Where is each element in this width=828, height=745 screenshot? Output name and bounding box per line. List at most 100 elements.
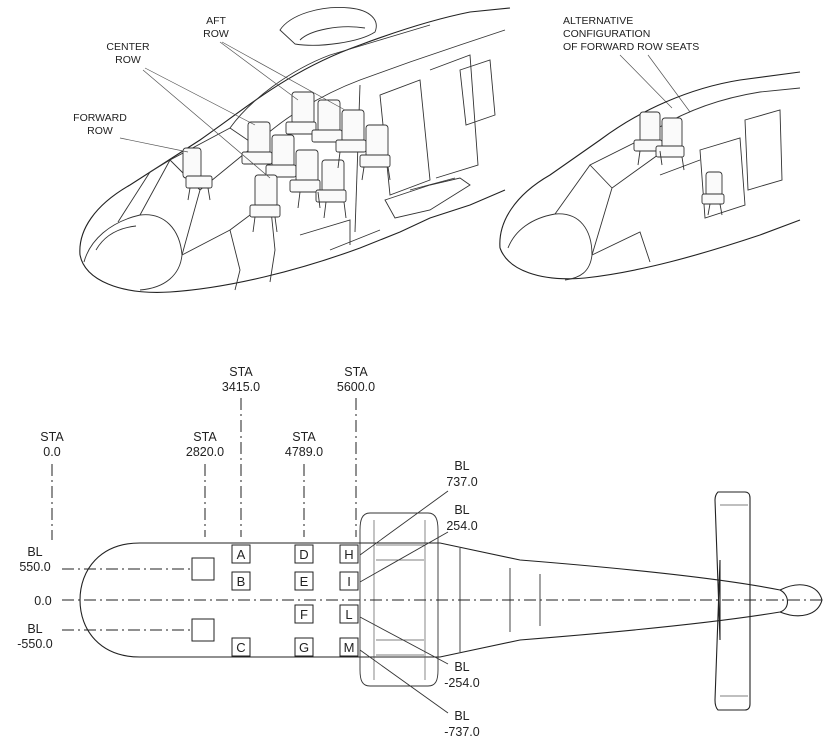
seat-letter: A xyxy=(237,547,246,562)
seat-box xyxy=(294,637,314,657)
seat-chair xyxy=(341,109,365,143)
forward-row-leader xyxy=(119,137,189,153)
bl-value: 550.0 xyxy=(19,560,50,574)
seat-box xyxy=(339,571,359,591)
sta-value: 4789.0 xyxy=(285,445,323,459)
bl-value: 0.0 xyxy=(34,594,51,608)
seat-chair xyxy=(661,117,683,149)
forward-row-label-line2: ROW xyxy=(87,125,113,137)
windshield xyxy=(139,127,256,256)
seat-chair xyxy=(365,124,389,158)
bl-label: BL xyxy=(27,545,42,559)
station-labels: STA 0.0 STA 2820.0 STA 3415.0 STA 4789.0… xyxy=(40,365,375,459)
seat-grid: A B C D E F G H I L M xyxy=(231,544,359,657)
bl-value: -550.0 xyxy=(17,637,52,651)
seat-chair xyxy=(271,134,295,168)
sta-label: STA xyxy=(40,430,64,444)
forward-row-seats xyxy=(182,147,213,201)
alt-caption-line1: ALTERNATIVE xyxy=(563,15,633,27)
bl-value: -254.0 xyxy=(444,676,479,690)
aft-row-label-line2: ROW xyxy=(203,28,229,40)
sta-label: STA xyxy=(229,365,253,379)
alt-nose-panel xyxy=(507,213,593,281)
sta-label: STA xyxy=(344,365,368,379)
center-row-leader xyxy=(142,67,271,179)
seat-box xyxy=(231,571,251,591)
seat-chair xyxy=(285,121,317,135)
seat-chair xyxy=(315,189,347,203)
bl-right-labels: BL 737.0 BL 254.0 BL -254.0 BL -737.0 xyxy=(359,459,480,739)
seat-box xyxy=(339,637,359,657)
seat-chair xyxy=(705,171,723,197)
center-row-seats xyxy=(241,121,297,233)
seat-chair xyxy=(182,147,202,179)
seat-chair xyxy=(701,193,725,205)
bl-left-labels: BL 550.0 0.0 BL -550.0 xyxy=(17,545,192,651)
seat-chair xyxy=(639,111,661,143)
seat-box xyxy=(231,544,251,564)
seat-letter: F xyxy=(300,607,308,622)
seat-chair xyxy=(295,149,319,183)
forward-row-label-line1: FORWARD xyxy=(73,112,127,124)
seat-box xyxy=(339,604,359,624)
bl-leader xyxy=(359,649,449,714)
plan-view: STA 0.0 STA 2820.0 STA 3415.0 STA 4789.0… xyxy=(17,365,825,739)
center-row-label-line2: ROW xyxy=(115,54,141,66)
alt-caption-line2: CONFIGURATION xyxy=(563,28,650,40)
sponson-outline xyxy=(359,512,439,687)
bl-leader xyxy=(359,490,449,556)
engine-intake xyxy=(279,7,377,46)
seat-box xyxy=(231,637,251,657)
bl-label: BL xyxy=(27,622,42,636)
seat-letter: D xyxy=(299,547,308,562)
bl-value: -737.0 xyxy=(444,725,479,739)
seat-letter: C xyxy=(236,640,245,655)
seat-letter: E xyxy=(300,574,309,589)
sta-label: STA xyxy=(292,430,316,444)
sta-value: 0.0 xyxy=(43,445,60,459)
nose-panel xyxy=(83,214,183,291)
seat-box xyxy=(294,604,314,624)
bl-label: BL xyxy=(454,503,469,517)
bl-value: 254.0 xyxy=(446,519,477,533)
alt-forward-seats xyxy=(633,111,725,216)
horizontal-stabilizer xyxy=(714,491,751,711)
seat-letter: H xyxy=(344,547,353,562)
seat-letter: M xyxy=(344,640,355,655)
seat-chair xyxy=(247,121,271,155)
forward-seat-right xyxy=(191,618,215,642)
seat-chair xyxy=(291,91,315,125)
seat-chair xyxy=(289,179,321,193)
step-fairing xyxy=(384,177,471,219)
aft-row-seats xyxy=(285,91,391,219)
seat-chair xyxy=(249,204,281,218)
bl-leader xyxy=(359,531,449,583)
seat-chair xyxy=(317,99,341,133)
aft-row-label-line1: AFT xyxy=(206,15,226,27)
alt-caption-leader xyxy=(619,54,691,113)
sta-value: 5600.0 xyxy=(337,380,375,394)
seat-box xyxy=(294,571,314,591)
perspective-main-view: AFT ROW CENTER ROW FORWARD ROW xyxy=(73,7,511,293)
center-row-label-line1: CENTER xyxy=(106,41,150,53)
bl-label: BL xyxy=(454,459,469,473)
forward-seat-left xyxy=(191,557,215,581)
seat-chair xyxy=(185,175,213,189)
seat-chair xyxy=(655,145,685,158)
seat-letter: I xyxy=(347,574,351,589)
alt-fuselage-bottom xyxy=(499,219,801,280)
alt-caption-line3: OF FORWARD ROW SEATS xyxy=(563,41,699,53)
seat-box xyxy=(294,544,314,564)
seat-chair xyxy=(359,154,391,168)
seat-box xyxy=(339,544,359,564)
bl-label: BL xyxy=(454,709,469,723)
bl-label: BL xyxy=(454,660,469,674)
aft-row-leader xyxy=(219,41,346,111)
sta-value: 3415.0 xyxy=(222,380,260,394)
fuselage-bottom-outline xyxy=(79,189,506,293)
seat-letter: L xyxy=(345,607,352,622)
sta-value: 2820.0 xyxy=(186,445,224,459)
seat-letter: G xyxy=(299,640,309,655)
